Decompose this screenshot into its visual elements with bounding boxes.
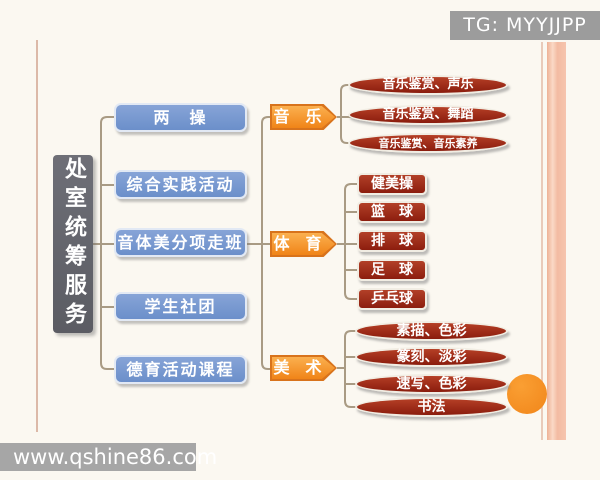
orange-circle-icon xyxy=(507,374,547,414)
arrow-fill xyxy=(272,357,335,379)
sports-item-tabletennis: 乒乓球 xyxy=(357,288,427,310)
category-node-pe: 体 育 xyxy=(270,231,337,257)
frame-right-thin-line xyxy=(541,42,543,440)
music-item-vocal: 音乐鉴赏、声乐 xyxy=(348,75,508,95)
art-item-calligraphy: 书法 xyxy=(355,397,508,417)
site-watermark: www.qshine86.com xyxy=(0,443,217,471)
music-item-literacy: 音乐鉴赏、音乐素养 xyxy=(348,133,508,153)
art-item-sketch-color: 素描、色彩 xyxy=(355,321,508,341)
category-label-art: 美 术 xyxy=(273,358,322,377)
tg-watermark-badge: TG: MYYJJPP xyxy=(450,11,600,40)
level2-node-student-clubs: 学生社团 xyxy=(114,292,247,321)
sports-item-volleyball: 排 球 xyxy=(357,230,427,252)
sports-item-aerobics: 健美操 xyxy=(357,173,427,195)
level2-node-music-pe-art-classes: 音体美分项走班 xyxy=(114,228,247,257)
sports-item-basketball: 篮 球 xyxy=(357,201,427,223)
sports-item-football: 足 球 xyxy=(357,259,427,281)
level2-node-practice-activities: 综合实践活动 xyxy=(114,170,247,199)
level2-node-exercises: 两 操 xyxy=(114,103,247,132)
category-node-art: 美 术 xyxy=(270,355,337,381)
root-node-office-services: 处室统筹服务 xyxy=(53,155,93,333)
arrow-fill xyxy=(272,106,335,128)
frame-right-salmon-bar xyxy=(547,42,566,440)
arrow-fill xyxy=(272,233,335,255)
art-item-croquis-color: 速写、色彩 xyxy=(355,374,508,394)
frame-left-line xyxy=(36,40,38,432)
art-item-seal-watercolor: 篆刻、淡彩 xyxy=(355,347,508,367)
music-item-dance: 音乐鉴赏、舞蹈 xyxy=(348,105,508,125)
category-label-music: 音 乐 xyxy=(273,107,322,126)
category-label-pe: 体 育 xyxy=(273,234,322,253)
category-node-music: 音 乐 xyxy=(270,104,337,130)
level2-node-moral-education: 德育活动课程 xyxy=(114,355,247,384)
